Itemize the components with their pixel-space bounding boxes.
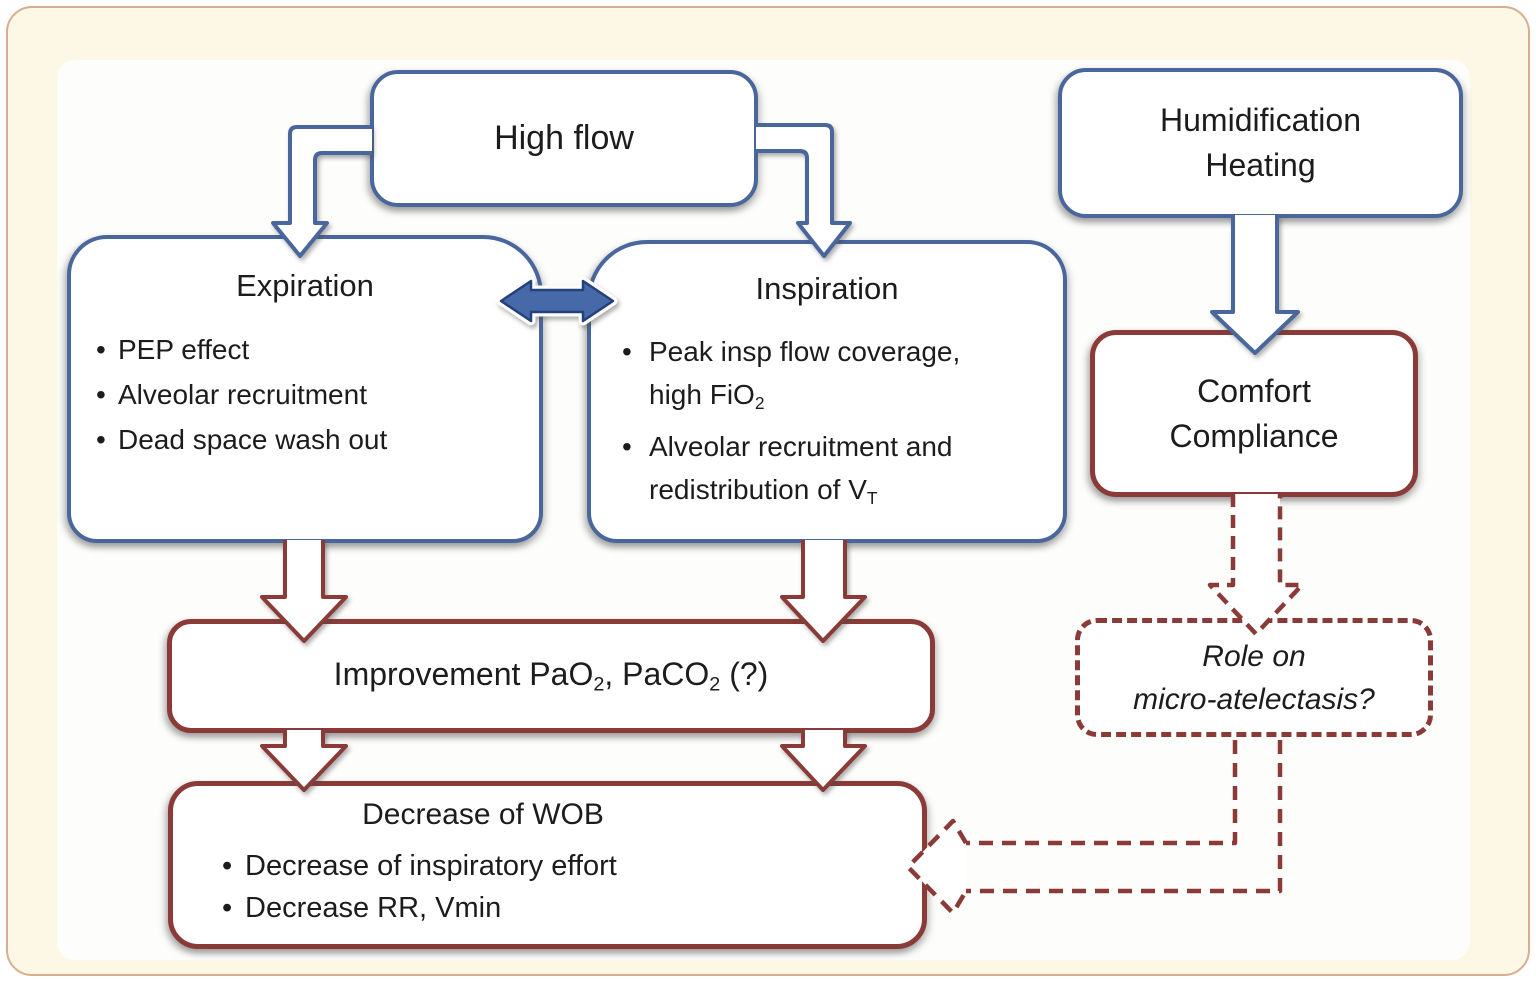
list-item: • Dead space wash out bbox=[96, 417, 539, 462]
role-line1: Role on bbox=[1202, 639, 1306, 673]
node-role-micro-atelectasis: Role on micro-atelectasis? bbox=[1075, 618, 1433, 737]
fio2-subscript: 2 bbox=[754, 392, 765, 413]
bullet-icon: • bbox=[96, 424, 106, 455]
vt-text: redistribution of V bbox=[649, 473, 867, 505]
bullet-icon: • bbox=[222, 850, 233, 882]
expiration-bullet-3: Dead space wash out bbox=[118, 424, 388, 455]
inspiration-bullet-1-line-2: high FiO2 bbox=[649, 373, 764, 425]
node-inspiration: Inspiration • Peak insp flow coverage, h… bbox=[587, 240, 1067, 543]
bullet-icon: • bbox=[96, 379, 106, 410]
expiration-bullet-list: • PEP effect • Alveolar recruitment • De… bbox=[71, 327, 539, 462]
humidification-line1: Humidification bbox=[1160, 102, 1361, 138]
paco2-subscript: 2 bbox=[709, 673, 721, 696]
vt-subscript: T bbox=[866, 487, 878, 508]
list-item: • Alveolar recruitment bbox=[96, 372, 539, 417]
improvement-label: Improvement PaO2, PaCO2 (?) bbox=[334, 656, 769, 697]
list-item: • Peak insp flow coverage, bbox=[622, 330, 1063, 373]
wob-bullet-1: Decrease of inspiratory effort bbox=[245, 850, 617, 882]
humidification-line2: Heating bbox=[1205, 147, 1316, 183]
role-line2: micro-atelectasis? bbox=[1133, 682, 1375, 716]
node-improvement-pao2-paco2: Improvement PaO2, PaCO2 (?) bbox=[167, 619, 935, 733]
list-item: • Decrease of inspiratory effort bbox=[222, 845, 922, 887]
list-item: • Decrease RR, Vmin bbox=[222, 887, 922, 929]
list-item: • Alveolar recruitment and bbox=[622, 425, 1063, 468]
list-item-continuation: redistribution of VT bbox=[622, 468, 1063, 520]
high-flow-label: High flow bbox=[494, 119, 634, 157]
list-item: • PEP effect bbox=[96, 327, 539, 372]
inspiration-bullet-1-line-1: Peak insp flow coverage, bbox=[649, 336, 961, 367]
expiration-title: Expiration bbox=[236, 268, 374, 303]
node-expiration: Expiration • PEP effect • Alveolar recru… bbox=[67, 235, 543, 543]
improvement-seg3: (?) bbox=[720, 655, 769, 692]
wob-title: Decrease of WOB bbox=[362, 798, 604, 831]
improvement-seg2: , PaCO bbox=[604, 655, 710, 692]
pao2-subscript: 2 bbox=[593, 673, 605, 696]
node-comfort-compliance: Comfort Compliance bbox=[1090, 330, 1418, 497]
comfort-line2: Compliance bbox=[1169, 417, 1339, 454]
expiration-bullet-1: PEP effect bbox=[118, 334, 250, 365]
improvement-seg1: Improvement PaO bbox=[333, 655, 594, 692]
comfort-line1: Comfort bbox=[1197, 372, 1311, 409]
bullet-icon: • bbox=[622, 336, 632, 367]
inspiration-bullet-2-line-1: Alveolar recruitment and bbox=[649, 430, 953, 462]
wob-bullet-list: • Decrease of inspiratory effort • Decre… bbox=[173, 845, 922, 929]
expiration-bullet-2: Alveolar recruitment bbox=[118, 379, 367, 410]
node-humidification-heating: Humidification Heating bbox=[1058, 68, 1463, 218]
inspiration-bullet-list: • Peak insp flow coverage, high FiO2 • A… bbox=[591, 330, 1063, 520]
bullet-icon: • bbox=[96, 334, 106, 365]
bullet-icon: • bbox=[222, 892, 233, 924]
fio2-text: high FiO bbox=[649, 379, 755, 410]
inspiration-title: Inspiration bbox=[755, 271, 899, 306]
bullet-icon: • bbox=[622, 430, 632, 462]
wob-bullet-2: Decrease RR, Vmin bbox=[245, 892, 502, 924]
node-decrease-of-wob: Decrease of WOB • Decrease of inspirator… bbox=[168, 781, 927, 949]
list-item-continuation: high FiO2 bbox=[622, 373, 1063, 425]
node-high-flow: High flow bbox=[370, 70, 758, 207]
inspiration-bullet-2-line-2: redistribution of VT bbox=[649, 468, 878, 520]
